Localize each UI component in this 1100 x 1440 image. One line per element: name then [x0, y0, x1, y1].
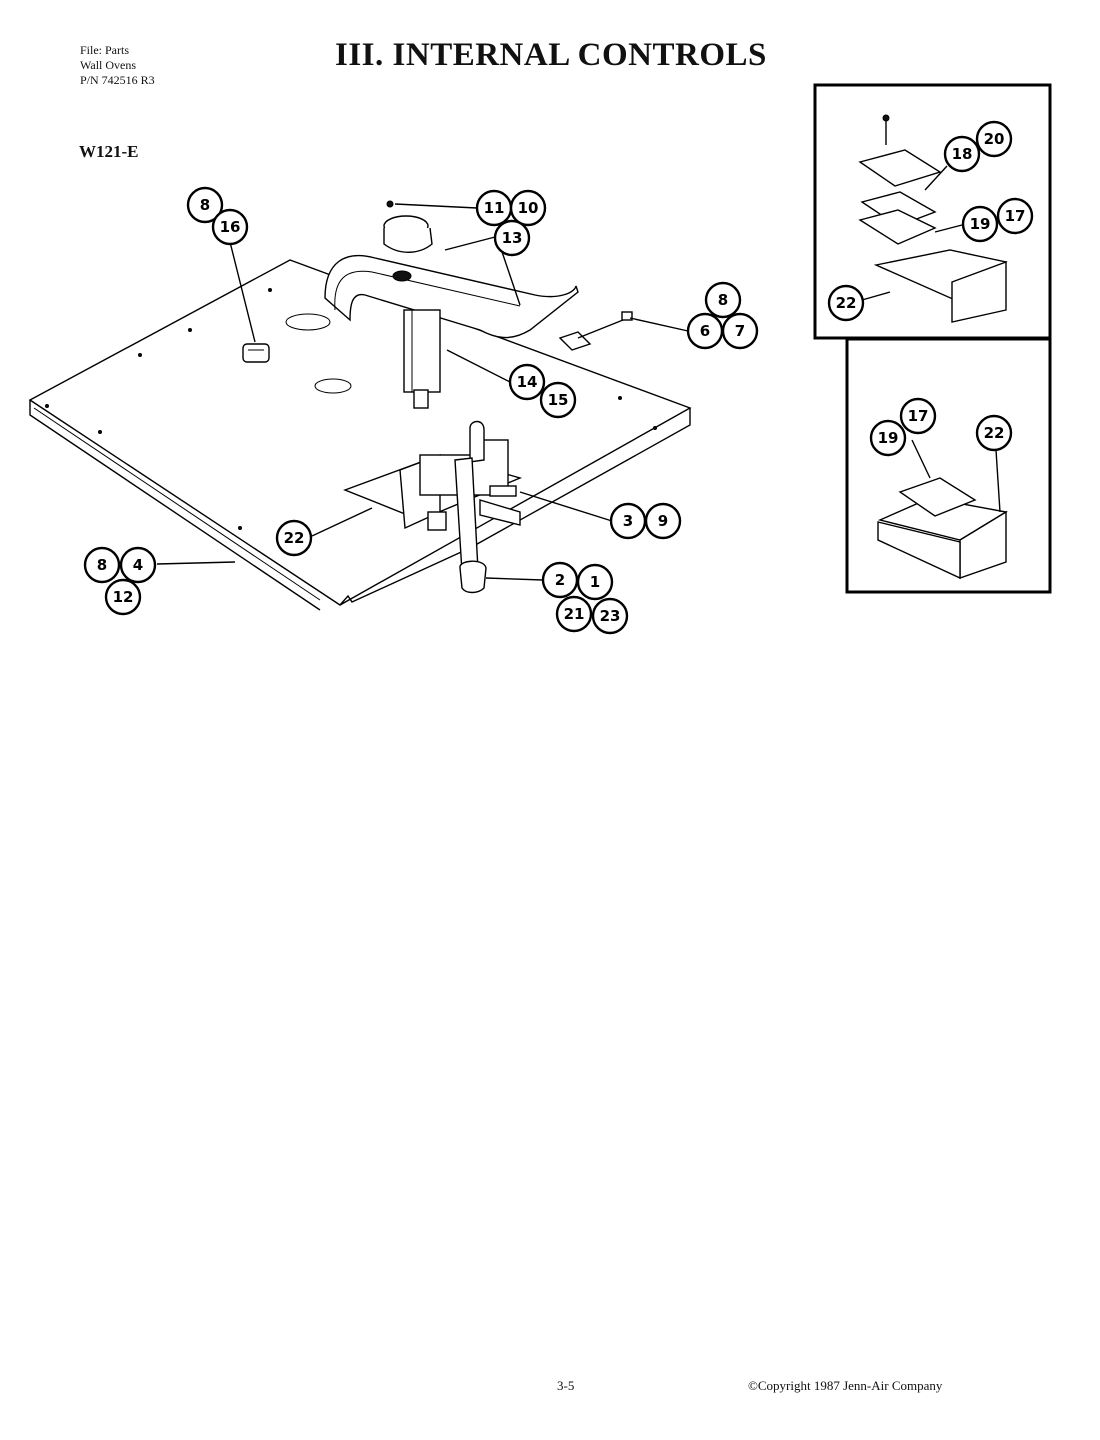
- svg-text:14: 14: [517, 373, 538, 391]
- svg-text:16: 16: [220, 218, 241, 236]
- svg-text:20: 20: [984, 130, 1005, 148]
- svg-text:8: 8: [97, 556, 107, 574]
- leader-lines: [156, 203, 689, 581]
- svg-text:9: 9: [658, 512, 668, 530]
- callout-17-detail-bottom: 17: [899, 397, 937, 435]
- callout-22-main: 22: [275, 519, 313, 557]
- svg-text:19: 19: [878, 429, 899, 447]
- detail-box-top: [813, 83, 1052, 340]
- callout-12: 12: [104, 578, 142, 616]
- svg-text:6: 6: [700, 322, 710, 340]
- callout-8-top-left: 8: [186, 186, 224, 224]
- svg-text:7: 7: [735, 322, 745, 340]
- svg-text:22: 22: [284, 529, 305, 547]
- callout-21: 21: [555, 595, 593, 633]
- svg-text:8: 8: [718, 291, 728, 309]
- svg-text:10: 10: [518, 199, 539, 217]
- svg-text:8: 8: [200, 196, 210, 214]
- svg-text:17: 17: [908, 407, 929, 425]
- callout-8-bottom-left: 8: [83, 546, 121, 584]
- svg-text:13: 13: [502, 229, 523, 247]
- part-number-line: P/N 742516 R3: [80, 73, 155, 87]
- sensor-probe: [558, 311, 633, 351]
- svg-text:11: 11: [484, 199, 505, 217]
- callout-23: 23: [591, 597, 629, 635]
- control-panel-plate: [28, 259, 692, 611]
- callout-8-right: 8: [704, 281, 742, 319]
- callout-9: 9: [644, 502, 682, 540]
- svg-text:4: 4: [133, 556, 143, 574]
- callout-19-detail-top: 19: [961, 205, 999, 243]
- callout-1: 1: [576, 563, 614, 601]
- svg-text:2: 2: [555, 571, 565, 589]
- callout-17-detail-top: 17: [996, 197, 1034, 235]
- svg-text:1: 1: [590, 573, 600, 591]
- svg-text:12: 12: [113, 588, 134, 606]
- svg-text:23: 23: [600, 607, 621, 625]
- callout-6: 6: [686, 312, 724, 350]
- control-lever: [454, 457, 521, 594]
- copyright-notice: ©Copyright 1987 Jenn-Air Company: [748, 1378, 943, 1393]
- callout-2: 2: [541, 561, 579, 599]
- callout-16: 16: [211, 208, 249, 246]
- model-number: W121-E: [79, 142, 139, 161]
- callout-22-detail-bottom: 22: [975, 414, 1013, 452]
- top-switch: [383, 200, 433, 253]
- page-number: 3-5: [557, 1378, 575, 1393]
- svg-text:22: 22: [984, 424, 1005, 442]
- callout-19-detail-bottom: 19: [869, 419, 907, 457]
- callout-4: 4: [119, 546, 157, 584]
- category-line: Wall Ovens: [80, 58, 137, 72]
- svg-text:3: 3: [623, 512, 633, 530]
- page-title: III. INTERNAL CONTROLS: [335, 37, 767, 73]
- svg-text:17: 17: [1005, 207, 1026, 225]
- callout-15: 15: [539, 381, 577, 419]
- duct-tube: [324, 254, 579, 339]
- callout-22-detail-top: 22: [827, 284, 865, 322]
- callout-3: 3: [609, 502, 647, 540]
- file-info: File: Parts Wall Ovens P/N 742516 R3: [80, 43, 155, 88]
- thermostat: [242, 343, 270, 363]
- callout-10: 10: [509, 189, 547, 227]
- callout-18-detail: 18: [943, 135, 981, 173]
- callout-7: 7: [721, 312, 759, 350]
- svg-text:18: 18: [952, 145, 973, 163]
- svg-text:21: 21: [564, 605, 585, 623]
- callout-11: 11: [475, 189, 513, 227]
- callout-20: 20: [975, 120, 1013, 158]
- detail-box-bottom: [845, 337, 1052, 594]
- callout-13: 13: [493, 219, 531, 257]
- switch-bracket: [343, 420, 523, 531]
- shaft-assembly: [403, 309, 441, 409]
- callout-14: 14: [508, 363, 546, 401]
- svg-text:22: 22: [836, 294, 857, 312]
- file-line: File: Parts: [80, 43, 130, 57]
- svg-text:19: 19: [970, 215, 991, 233]
- svg-text:15: 15: [548, 391, 569, 409]
